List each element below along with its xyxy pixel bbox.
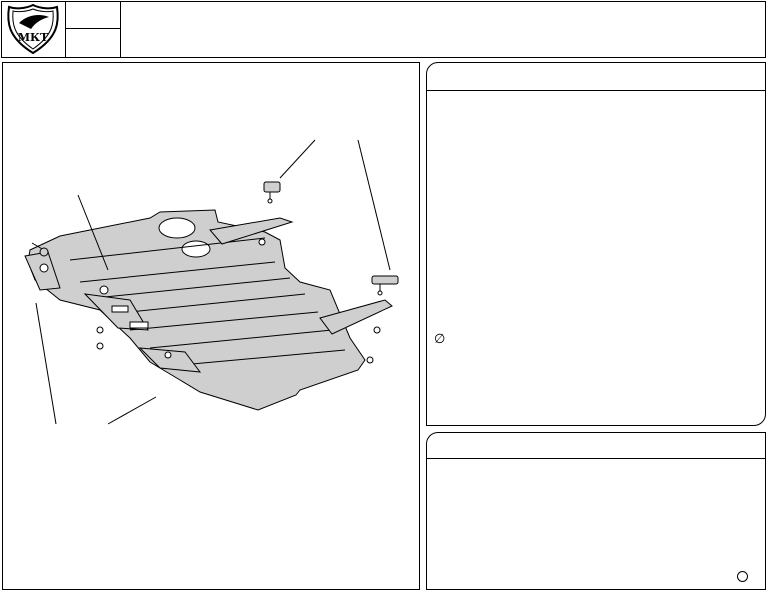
- title-block: [1, 1, 766, 58]
- fasteners: [39, 238, 381, 364]
- diameter-symbol: ∅: [434, 332, 446, 347]
- plate-slot: [129, 321, 149, 329]
- clip-fastener-top: [263, 181, 281, 204]
- info-panel-bottom: [426, 432, 766, 590]
- logo-cell: МКТ: [1, 1, 66, 58]
- code-cell-top: [66, 1, 121, 29]
- bracket-lower-right: [319, 299, 393, 335]
- plate-slot: [111, 305, 129, 313]
- plate-hole-upper: [158, 217, 196, 239]
- code-cell-bottom: [66, 29, 121, 58]
- circle-icon: [737, 571, 748, 582]
- stud-left: [31, 242, 49, 257]
- info-panel-top: [426, 62, 766, 426]
- bracket-front: [138, 347, 202, 373]
- drawing-panel: [2, 62, 420, 590]
- info-panel-top-divider: [426, 90, 766, 91]
- svg-text:МКТ: МКТ: [18, 31, 49, 44]
- clip-fastener-right: [371, 275, 399, 296]
- skid-plate-body: [27, 209, 366, 411]
- bracket-upper-right: [209, 217, 294, 245]
- plate-hole-lower: [181, 240, 211, 258]
- leader-lines: [35, 139, 391, 425]
- shield-emblem-icon: МКТ: [7, 3, 59, 55]
- info-panel-bottom-divider: [426, 458, 766, 459]
